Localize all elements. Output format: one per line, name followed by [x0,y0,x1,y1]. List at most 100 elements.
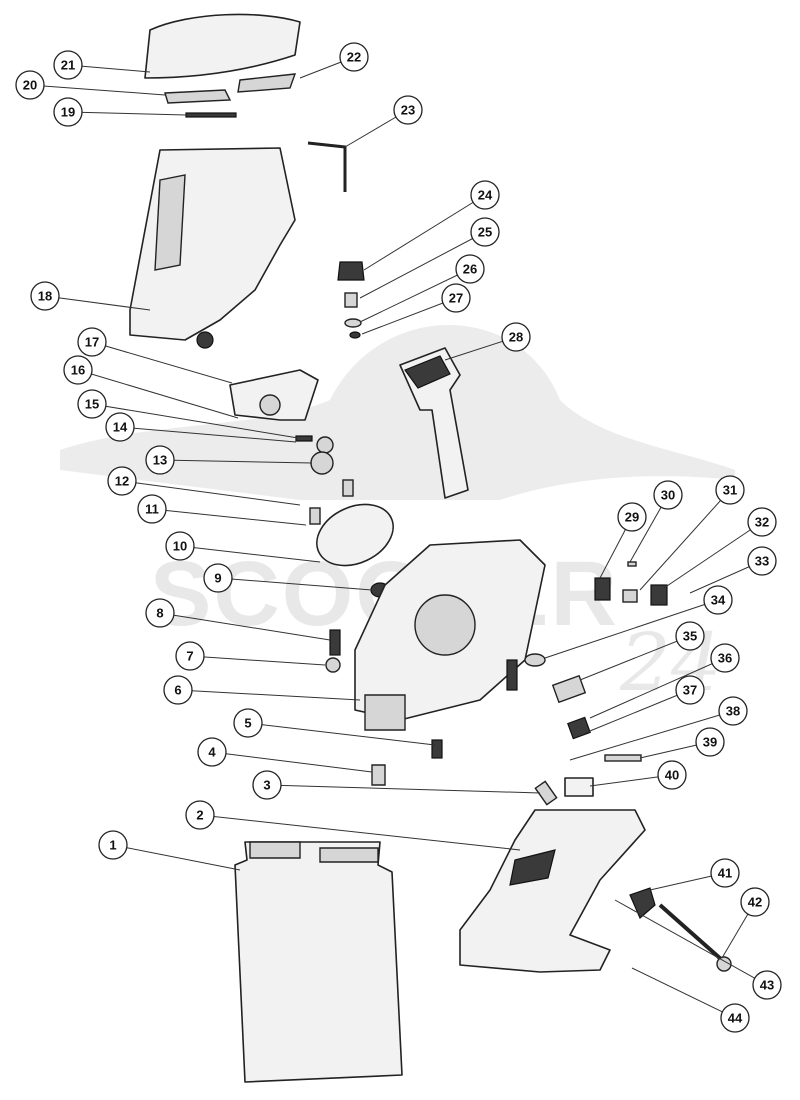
part-lever-pivot [325,657,341,673]
callout-19: 19 [53,97,83,127]
part-switch-pin [627,561,637,567]
part-relay [567,716,591,740]
callout-4: 4 [197,737,227,767]
callout-number-42: 42 [748,895,762,910]
callout-circle-28 [501,322,531,352]
part-switch-cover [594,577,611,601]
callout-34: 34 [703,585,733,615]
callout-number-33: 33 [755,554,769,569]
leader-line-10 [179,545,321,563]
callout-number-24: 24 [478,188,493,203]
callout-number-15: 15 [85,397,99,412]
part-inner-housing-hole [259,394,281,416]
callout-number-40: 40 [665,768,679,783]
callout-circle-36 [710,643,740,673]
callout-32: 32 [747,507,777,537]
callout-number-43: 43 [760,978,774,993]
leader-line-34 [544,599,719,659]
callout-number-26: 26 [463,262,477,277]
callout-number-14: 14 [113,420,128,435]
part-axle-cap [716,956,732,972]
part-washer-large [316,436,334,454]
callout-number-28: 28 [509,330,523,345]
part-bag-handle-right [319,847,379,863]
leader-line-27 [361,297,457,335]
callout-13: 13 [145,445,175,475]
part-block [564,777,594,797]
callout-number-30: 30 [661,488,675,503]
callout-circle-11 [137,494,167,524]
callout-circle-40 [657,760,687,790]
leader-line-6 [177,689,361,701]
callout-circle-1 [98,830,128,860]
callout-37: 37 [675,675,705,705]
callout-circle-34 [703,585,733,615]
callout-circle-25 [470,217,500,247]
part-hopper-window [154,174,186,271]
part-clip [371,764,386,786]
callout-circle-20 [15,70,45,100]
part-washer [344,318,362,328]
part-switch-box [650,584,668,606]
callout-number-11: 11 [145,502,159,517]
leader-line-35 [579,635,691,681]
callout-38: 38 [718,696,748,726]
part-lever-left [329,629,341,656]
callout-circle-33 [747,546,777,576]
callout-circle-9 [203,563,233,593]
callout-circle-27 [441,283,471,313]
leader-line-17 [91,341,233,384]
watermark-suffix: 24 [619,616,722,709]
part-main-body-drum [414,594,476,656]
leader-line-37 [584,689,691,734]
callout-number-39: 39 [703,735,717,750]
part-flange [310,451,334,475]
callout-circle-31 [715,475,745,505]
callout-2: 2 [185,800,215,830]
leader-line-11 [151,508,307,526]
callout-number-36: 36 [718,651,732,666]
callout-number-19: 19 [61,105,75,120]
callout-circle-37 [675,675,705,705]
callout-circle-21 [53,50,83,80]
leader-lines [29,56,768,1019]
leader-line-43 [614,899,768,986]
callout-number-20: 20 [23,78,37,93]
callout-circle-16 [63,355,93,385]
part-switch-body [622,589,638,603]
callout-circle-35 [675,621,705,651]
callout-circle-41 [710,858,740,888]
callout-circle-6 [163,675,193,705]
callout-42: 42 [740,887,770,917]
callout-circle-3 [252,770,282,800]
callout-labels: 1234567891011121314151617181920212223242… [15,42,782,1033]
callout-25: 25 [470,217,500,247]
callout-circle-5 [233,708,263,738]
leader-line-9 [217,577,373,591]
callout-circle-42 [740,887,770,917]
callout-circle-26 [455,254,485,284]
callout-11: 11 [137,494,167,524]
callout-3: 3 [252,770,282,800]
callout-circle-4 [197,737,227,767]
callout-circle-14 [105,412,135,442]
callout-number-32: 32 [755,515,769,530]
callout-number-5: 5 [244,716,251,731]
callout-circle-8 [145,598,175,628]
callout-number-25: 25 [478,225,492,240]
callout-30: 30 [653,480,683,510]
callout-circle-7 [175,641,205,671]
leader-line-19 [67,111,187,116]
leader-line-1 [112,844,241,871]
part-knob [337,261,365,281]
callout-39: 39 [695,727,725,757]
callout-31: 31 [715,475,745,505]
part-capacitor [551,674,587,704]
callout-number-1: 1 [109,838,116,853]
part-hopper-knob [196,331,214,349]
leader-line-20 [29,84,166,96]
leader-line-4 [211,751,373,773]
leader-line-44 [631,967,736,1019]
part-small-plate [237,73,297,93]
